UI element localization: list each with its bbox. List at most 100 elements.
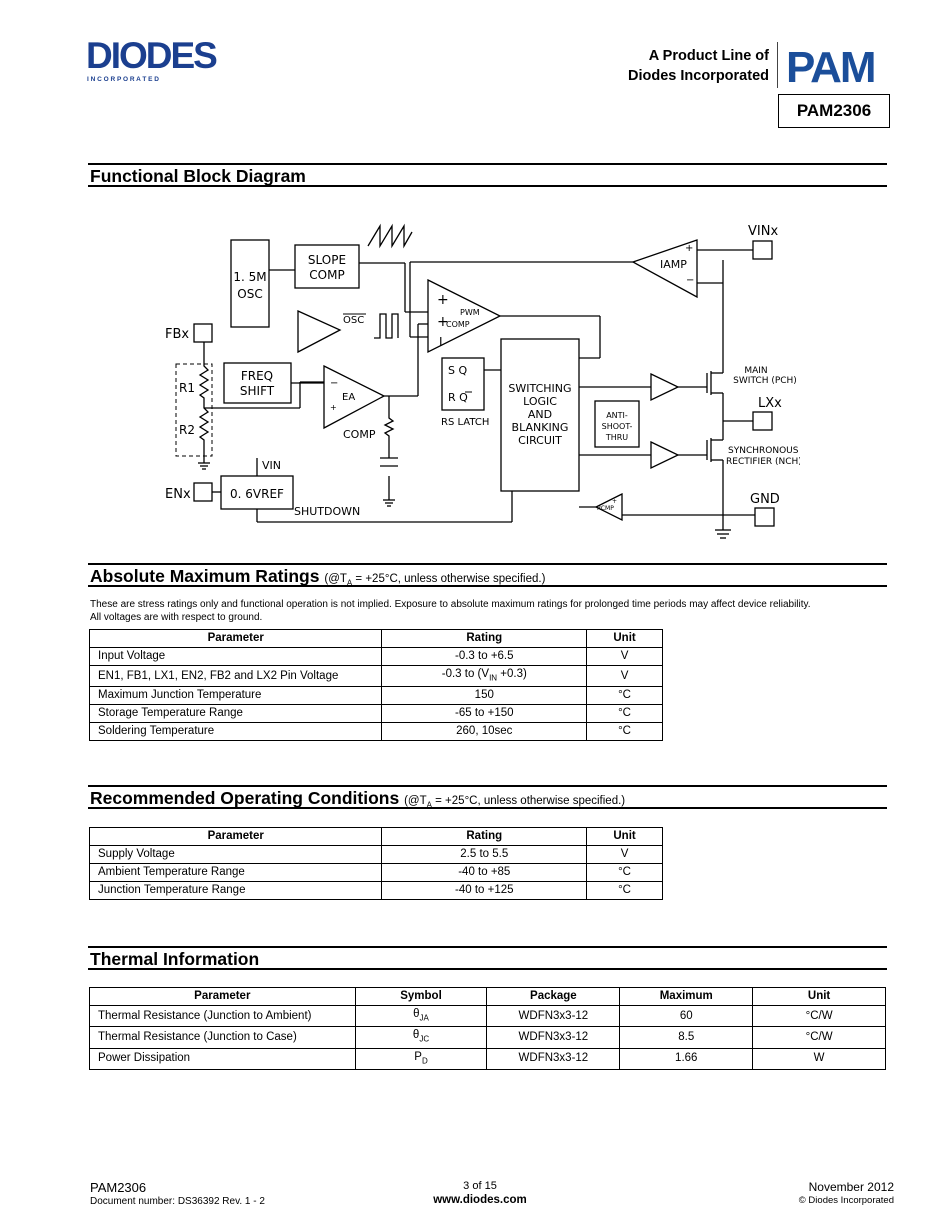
svg-text:LXx: LXx: [758, 396, 782, 411]
col-header: Maximum: [619, 987, 754, 1006]
anti-shoot-thru-block: [594, 400, 640, 448]
svg-text:R2: R2: [179, 423, 195, 437]
col-header: Parameter: [88, 827, 383, 846]
svg-text:SHOOT-: SHOOT-: [602, 422, 633, 431]
col-header: Unit: [752, 987, 886, 1006]
section-header-abs-max: Absolute Maximum Ratings (@TA = +25°C, u…: [88, 563, 887, 587]
svg-text:ENx: ENx: [165, 487, 191, 502]
col-header: Parameter: [88, 629, 383, 648]
section-header-rec-op: Recommended Operating Conditions (@TA = …: [88, 785, 887, 809]
osc-block: [230, 239, 270, 328]
pam-logo: PAM: [786, 43, 877, 86]
svg-text:+: +: [437, 314, 449, 330]
footer-page: 3 of 15: [463, 1180, 497, 1192]
svg-text:SWITCH (PCH): SWITCH (PCH): [733, 376, 797, 386]
table-row: Storage Temperature Range-65 to +150°C: [88, 704, 663, 724]
abs-max-note: These are stress ratings only and functi…: [90, 599, 811, 623]
svg-text:SHIFT: SHIFT: [240, 384, 275, 398]
svg-text:FBx: FBx: [165, 327, 189, 342]
svg-text:SLOPE: SLOPE: [308, 253, 346, 267]
svg-text:AND: AND: [528, 408, 552, 421]
table-row: Thermal Resistance (Junction to Case)θJC…: [89, 1026, 886, 1049]
svg-text:+: +: [437, 292, 449, 308]
col-header: Unit: [586, 827, 663, 846]
svg-text:DIODES: DIODES: [86, 38, 217, 76]
svg-text:PWM: PWM: [460, 308, 480, 317]
footer-date: November 2012: [808, 1180, 894, 1194]
col-header: Rating: [381, 827, 588, 846]
functional-block-diagram: 1. 5M OSC SLOPE COMP FREQ SHIFT OSC + + …: [165, 223, 800, 539]
gnd-pin: [754, 507, 775, 527]
svg-text:SWITCHING: SWITCHING: [508, 382, 571, 395]
svg-text:+: +: [612, 498, 617, 505]
enx-pin: [193, 482, 213, 502]
col-header: Symbol: [354, 987, 488, 1006]
svg-text:VINx: VINx: [748, 224, 778, 239]
svg-text:FREQ: FREQ: [241, 369, 273, 383]
svg-text:−: −: [686, 275, 694, 286]
vinx-pin: [752, 240, 773, 260]
svg-text:COMP: COMP: [309, 268, 344, 282]
svg-text:−: −: [330, 378, 338, 389]
col-header: Unit: [586, 629, 663, 648]
slope-comp-block: [294, 244, 360, 289]
col-header: Parameter: [89, 987, 356, 1006]
table-header-row: Parameter Rating Unit: [88, 827, 663, 846]
svg-text:LOGIC: LOGIC: [523, 395, 557, 408]
svg-text:CIRCUIT: CIRCUIT: [518, 434, 562, 447]
part-number-box: PAM2306: [778, 94, 890, 128]
diodes-logo: DIODES I N C O R P O R A T E D: [86, 38, 219, 83]
footer-copyright: © Diodes Incorporated: [798, 1195, 894, 1206]
svg-text:ANTI-: ANTI-: [606, 411, 628, 420]
svg-text:RCMP: RCMP: [597, 505, 614, 512]
svg-text:R Q: R Q: [448, 391, 468, 404]
error-amp: [323, 364, 386, 430]
svg-text:R1: R1: [179, 381, 195, 395]
svg-text:MAIN: MAIN: [744, 366, 767, 376]
svg-text:COMP: COMP: [446, 320, 470, 329]
table-header-row: Parameter Rating Unit: [88, 629, 663, 648]
svg-text:1. 5M: 1. 5M: [233, 270, 266, 284]
svg-text:OSC: OSC: [237, 287, 262, 301]
header-divider: [777, 42, 778, 88]
pwm-comp: [427, 278, 502, 354]
col-header: Rating: [381, 629, 588, 648]
abs-max-table: Parameter Rating Unit Input Voltage-0.3 …: [88, 629, 663, 742]
svg-text:+: +: [685, 243, 693, 254]
svg-text:EA: EA: [342, 392, 355, 403]
svg-text:RS LATCH: RS LATCH: [441, 417, 489, 428]
table-row: Junction Temperature Range-40 to +125°C: [88, 881, 663, 900]
svg-text:BLANKING: BLANKING: [512, 421, 569, 434]
switching-logic-block: [500, 338, 580, 492]
footer-url[interactable]: www.diodes.com: [433, 1194, 527, 1206]
svg-text:PAM: PAM: [786, 43, 875, 86]
fbx-pin: [193, 323, 213, 343]
rs-latch: [441, 357, 485, 411]
svg-text:COMP: COMP: [343, 428, 376, 441]
table-header-row: Parameter Symbol Package Maximum Unit: [89, 987, 886, 1006]
footer-docnum: Document number: DS36392 Rev. 1 - 2: [90, 1196, 265, 1207]
svg-text:RECTIFIER (NCH): RECTIFIER (NCH): [726, 457, 800, 467]
footer-part: PAM2306: [90, 1180, 147, 1195]
svg-text:OSC: OSC: [343, 315, 364, 326]
svg-text:VIN: VIN: [262, 459, 281, 472]
thermal-table: Parameter Symbol Package Maximum Unit Th…: [89, 987, 886, 1070]
section-header-thermal: Thermal Information: [88, 946, 887, 970]
svg-text:I: I: [439, 335, 443, 349]
svg-text:I N C O R P O R A T E D: I N C O R P O R A T E D: [87, 76, 159, 83]
table-row: Thermal Resistance (Junction to Ambient)…: [89, 1004, 886, 1028]
section-header-block-diagram: Functional Block Diagram: [88, 163, 887, 187]
lxx-pin: [752, 411, 773, 431]
iamp: [631, 239, 698, 299]
svg-text:THRU: THRU: [605, 433, 628, 442]
svg-text:IAMP: IAMP: [660, 258, 687, 271]
svg-text:S Q: S Q: [448, 364, 467, 377]
table-row: Ambient Temperature Range-40 to +85°C: [88, 863, 663, 882]
svg-text:0. 6VREF: 0. 6VREF: [230, 487, 284, 501]
header-tagline: A Product Line of Diodes Incorporated: [628, 48, 769, 84]
